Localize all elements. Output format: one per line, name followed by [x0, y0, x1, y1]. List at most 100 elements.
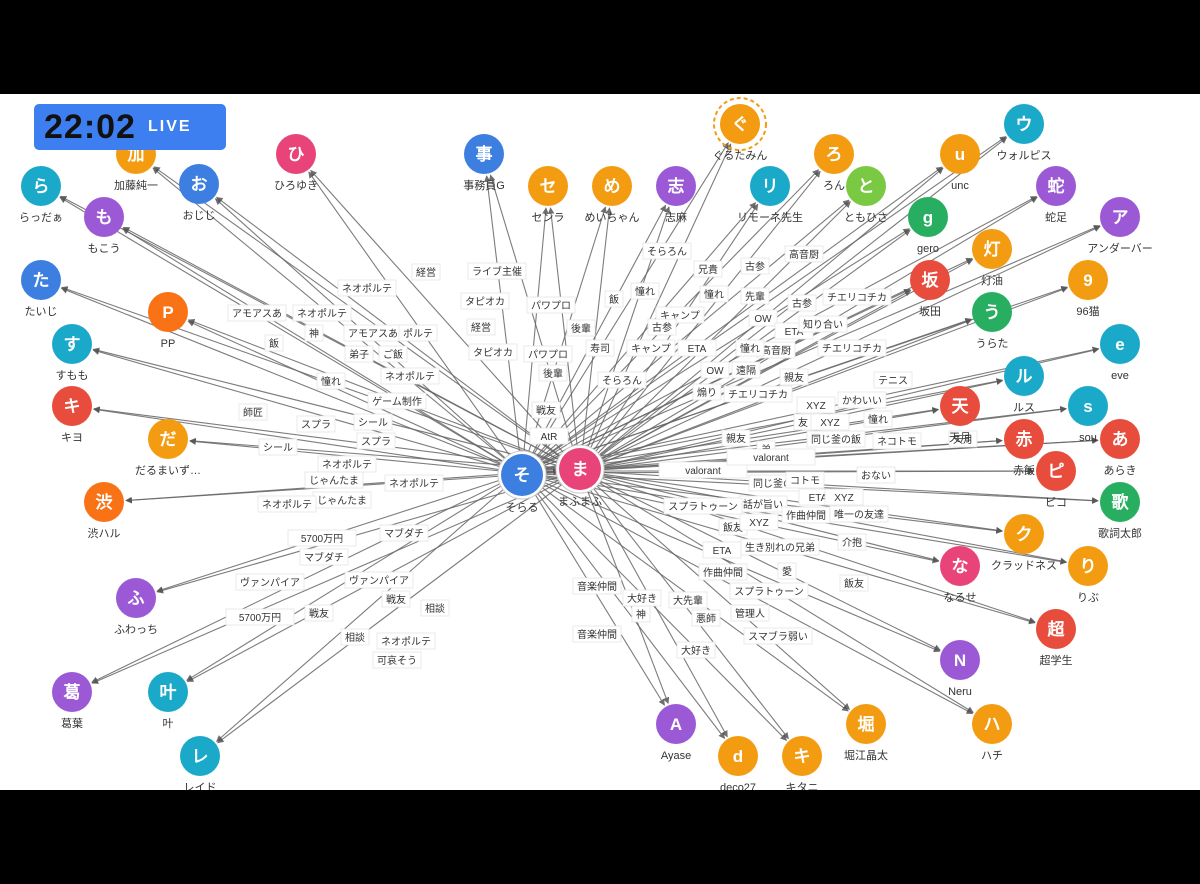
node-name: 灯油	[981, 273, 1003, 287]
relationship-edge	[93, 406, 560, 469]
person-node-dasoku[interactable]: 蛇蛇足	[1036, 166, 1076, 224]
edge-label: マブダチ	[299, 548, 349, 566]
edge-label-box	[411, 263, 441, 281]
node-glyph: ハ	[984, 715, 1001, 734]
edge-label: 煽り	[692, 383, 722, 401]
edge-label-box	[787, 294, 817, 312]
edge-label-text: XYZ	[834, 493, 853, 504]
person-node-ribu[interactable]: りりぶ	[1068, 546, 1108, 604]
person-node-hachi[interactable]: ハハチ	[972, 704, 1012, 762]
edge-label-text: 管理人	[735, 607, 765, 620]
person-node-pp[interactable]: PPP	[148, 292, 188, 350]
edge-label: ヴァンパイア	[235, 573, 305, 591]
edge-label-text: 高音厨	[789, 248, 819, 261]
edge-label-box	[376, 632, 436, 650]
node-name: 坂田	[919, 305, 941, 318]
edge-label-text: 寿司	[590, 342, 610, 355]
person-node-ruth[interactable]: ルルス	[1004, 356, 1044, 414]
node-name: 渋ハル	[88, 527, 121, 540]
edge-label-box	[837, 533, 867, 551]
diagram-canvas: 経営ライブ主催タピオカ経営タピオカネオポルテアモアスあネオポルテ神アモアスあポル…	[0, 94, 1200, 790]
edge-label-box	[597, 371, 647, 389]
person-node-shima[interactable]: 志志麻	[656, 166, 696, 224]
person-node-ron[interactable]: ろろん	[814, 134, 854, 192]
edge-label-box	[731, 361, 761, 379]
edge-label-box	[523, 345, 573, 363]
person-node-kiyo[interactable]: キキヨ	[52, 386, 92, 444]
node-circle	[940, 546, 980, 586]
person-node-touyu[interactable]: 灯灯油	[972, 229, 1012, 287]
edge-label-text: 飯友	[844, 577, 864, 590]
node-name: 歌詞太郎	[1098, 526, 1142, 540]
node-circle	[656, 166, 696, 206]
edge-label: 相談	[340, 628, 370, 646]
person-node-sakata[interactable]: 坂坂田	[910, 260, 950, 318]
edge-label: 寿司	[585, 339, 615, 357]
node-circle	[1068, 260, 1108, 300]
edge-label-text: 煽り	[697, 386, 717, 399]
edge-label-box	[379, 524, 429, 542]
edge-label-text: チエリコチカ	[827, 292, 887, 304]
person-node-amatsuki[interactable]: 天天月	[940, 386, 980, 444]
relationship-edge	[216, 486, 507, 742]
relationship-edge	[581, 207, 613, 451]
person-node-akameshi[interactable]: 赤赤飯	[1004, 419, 1044, 477]
edge-label-text: ポルテ	[403, 328, 433, 340]
person-node-piko[interactable]: ピピコ	[1036, 451, 1076, 509]
edge-label: 後輩	[538, 364, 568, 382]
edge-label-text: valorant	[685, 466, 721, 477]
edge-label-text: 憧れ	[704, 288, 724, 301]
edge-label-text: ネオポルテ	[297, 308, 347, 320]
person-node-daruma[interactable]: だだるまいず…	[135, 419, 201, 477]
edge-label-box	[817, 339, 887, 357]
edge-label-box	[460, 292, 510, 310]
edge-label-box	[676, 641, 716, 659]
edge-label-text: 音楽仲間	[577, 580, 617, 593]
person-node-kanou[interactable]: 叶叶	[148, 672, 188, 730]
node-name: めいちゃん	[585, 211, 640, 224]
edge-label-box	[304, 471, 364, 489]
edge-label: 古参	[787, 294, 817, 312]
edge-label-box	[287, 529, 357, 547]
edge-label: チエリコチカ	[822, 288, 892, 306]
edge-label-box	[700, 361, 730, 379]
node-name: gero	[917, 243, 939, 255]
person-node-kuzuha[interactable]: 葛葛葉	[52, 672, 92, 730]
edge-label: XYZ	[739, 513, 779, 531]
